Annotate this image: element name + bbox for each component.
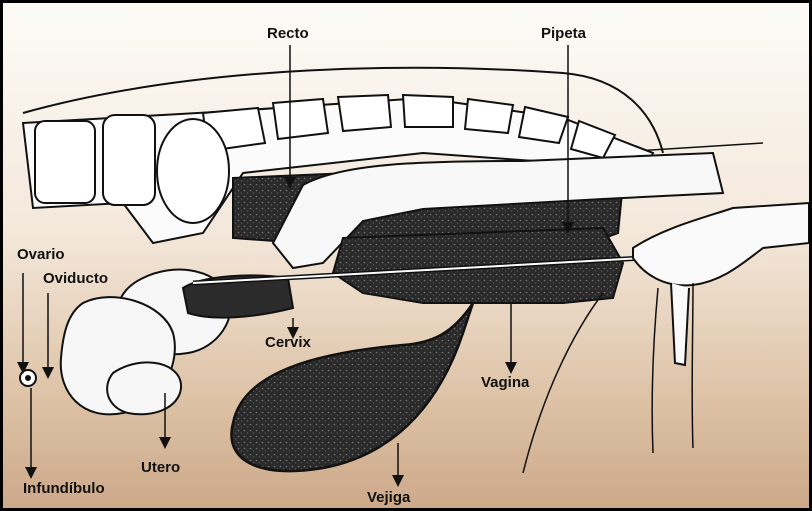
reproductive-tract-illustration bbox=[3, 3, 809, 508]
label-vagina: Vagina bbox=[481, 375, 529, 390]
label-infundibulo: Infundíbulo bbox=[23, 481, 105, 496]
label-pipeta: Pipeta bbox=[541, 26, 586, 41]
label-oviducto: Oviducto bbox=[43, 271, 108, 286]
label-cervix: Cervix bbox=[265, 335, 311, 350]
label-recto: Recto bbox=[267, 26, 309, 41]
hand-fingers bbox=[671, 283, 689, 365]
label-vejiga: Vejiga bbox=[367, 490, 410, 505]
label-ovario: Ovario bbox=[17, 247, 65, 262]
bladder bbox=[231, 303, 473, 471]
label-utero: Utero bbox=[141, 460, 180, 475]
hand bbox=[633, 203, 809, 285]
